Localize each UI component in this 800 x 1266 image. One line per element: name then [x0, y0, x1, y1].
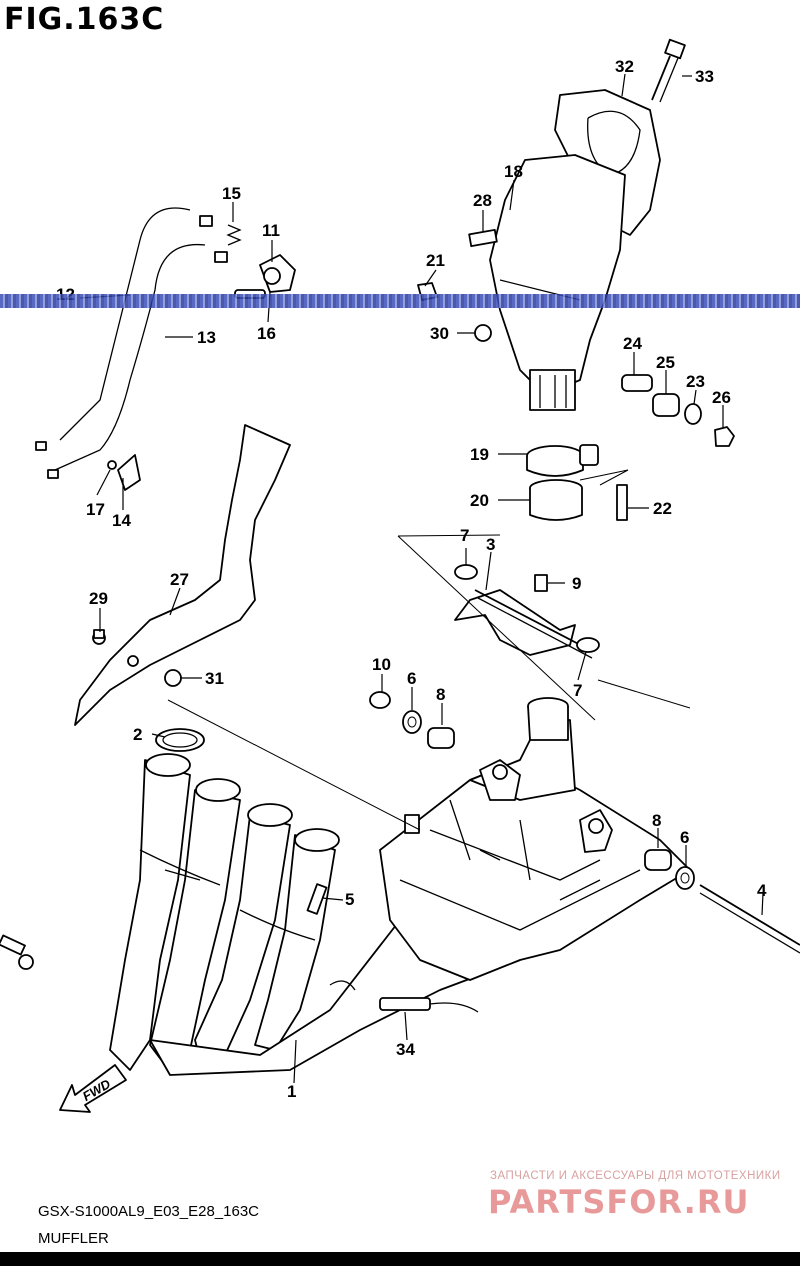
pipe-bolt	[306, 883, 328, 915]
exhaust-valve-cables	[35, 207, 228, 479]
callout-6-right: 6	[680, 828, 689, 847]
silencer-nut-small	[474, 324, 492, 342]
clamp-sleeve	[529, 479, 583, 521]
watermark-logo: PARTSFOR.RU	[488, 1183, 750, 1221]
muffler-chamber	[379, 697, 691, 981]
callout-17: 17	[86, 500, 105, 519]
callout-10: 10	[372, 655, 391, 674]
callout-19: 19	[470, 445, 489, 464]
watermark-tagline: ЗАПЧАСТИ И АКСЕССУАРЫ ДЛЯ МОТОТЕХНИКИ	[490, 1170, 781, 1182]
callout-34: 34	[396, 1040, 415, 1059]
spacer-sleeve	[621, 374, 653, 392]
heat-shield	[74, 424, 291, 726]
silencer-bush	[652, 393, 680, 417]
callout-26: 26	[712, 388, 731, 407]
callout-9: 9	[572, 574, 581, 593]
callout-25: 25	[656, 353, 675, 372]
washer	[402, 710, 422, 734]
callout-33: 33	[695, 67, 714, 86]
oxygen-sensor	[379, 997, 479, 1013]
silencer-clamp	[526, 444, 599, 477]
callout-5: 5	[345, 890, 354, 909]
silencer-washer	[684, 403, 702, 425]
callout-14: 14	[112, 511, 131, 530]
muffler-mount-rod	[699, 884, 800, 954]
callout-8-right: 8	[652, 811, 661, 830]
callout-20: 20	[470, 491, 489, 510]
callout-24: 24	[623, 334, 642, 353]
callout-3: 3	[486, 535, 495, 554]
leader-lines	[79, 73, 764, 1084]
callout-11: 11	[262, 221, 280, 240]
muffler-bracket	[454, 564, 600, 659]
diagram-model-code: GSX-S1000AL9_E03_E28_163C	[38, 1203, 260, 1220]
fwd-arrow-icon: FWD	[59, 1064, 127, 1113]
shield-grommet	[164, 669, 182, 687]
bottom-border	[0, 1252, 800, 1266]
callout-2: 2	[133, 725, 142, 744]
diagram-section-name: MUFFLER	[38, 1230, 109, 1247]
callout-7-top: 7	[460, 526, 469, 545]
callout-28: 28	[473, 191, 492, 210]
callout-4: 4	[757, 881, 767, 900]
callout-13: 13	[197, 328, 216, 347]
callout-22: 22	[653, 499, 672, 518]
figure-title: FIG.163C	[4, 2, 165, 37]
callout-16: 16	[257, 324, 276, 343]
callout-27: 27	[170, 570, 189, 589]
callout-23: 23	[686, 372, 705, 391]
callout-31: 31	[205, 669, 224, 688]
silencer-nut	[714, 426, 735, 447]
callout-15: 15	[222, 184, 241, 203]
hanger-bolt	[0, 934, 34, 970]
silencer-cover-bolt	[651, 38, 686, 103]
callout-6-left: 6	[407, 669, 416, 688]
callout-7-bottom: 7	[573, 681, 582, 700]
callout-32: 32	[615, 57, 634, 76]
silencer	[468, 89, 661, 411]
rubber-bush	[427, 727, 455, 749]
callout-29: 29	[89, 589, 108, 608]
cable-bracket	[107, 454, 141, 491]
callout-1: 1	[287, 1082, 296, 1101]
scan-artifact-band	[0, 294, 800, 308]
washer-right	[675, 866, 695, 890]
callout-18: 18	[504, 162, 523, 181]
callout-numbers: 1 2 3 4 5 6 6 7 7 8 8 9 10 11 12 13 14 1…	[56, 57, 767, 1101]
rubber-bush-right	[644, 849, 672, 871]
callout-8-left: 8	[436, 685, 445, 704]
clamp-bolt	[616, 484, 628, 521]
callout-21: 21	[426, 251, 445, 270]
callout-30: 30	[430, 324, 449, 343]
